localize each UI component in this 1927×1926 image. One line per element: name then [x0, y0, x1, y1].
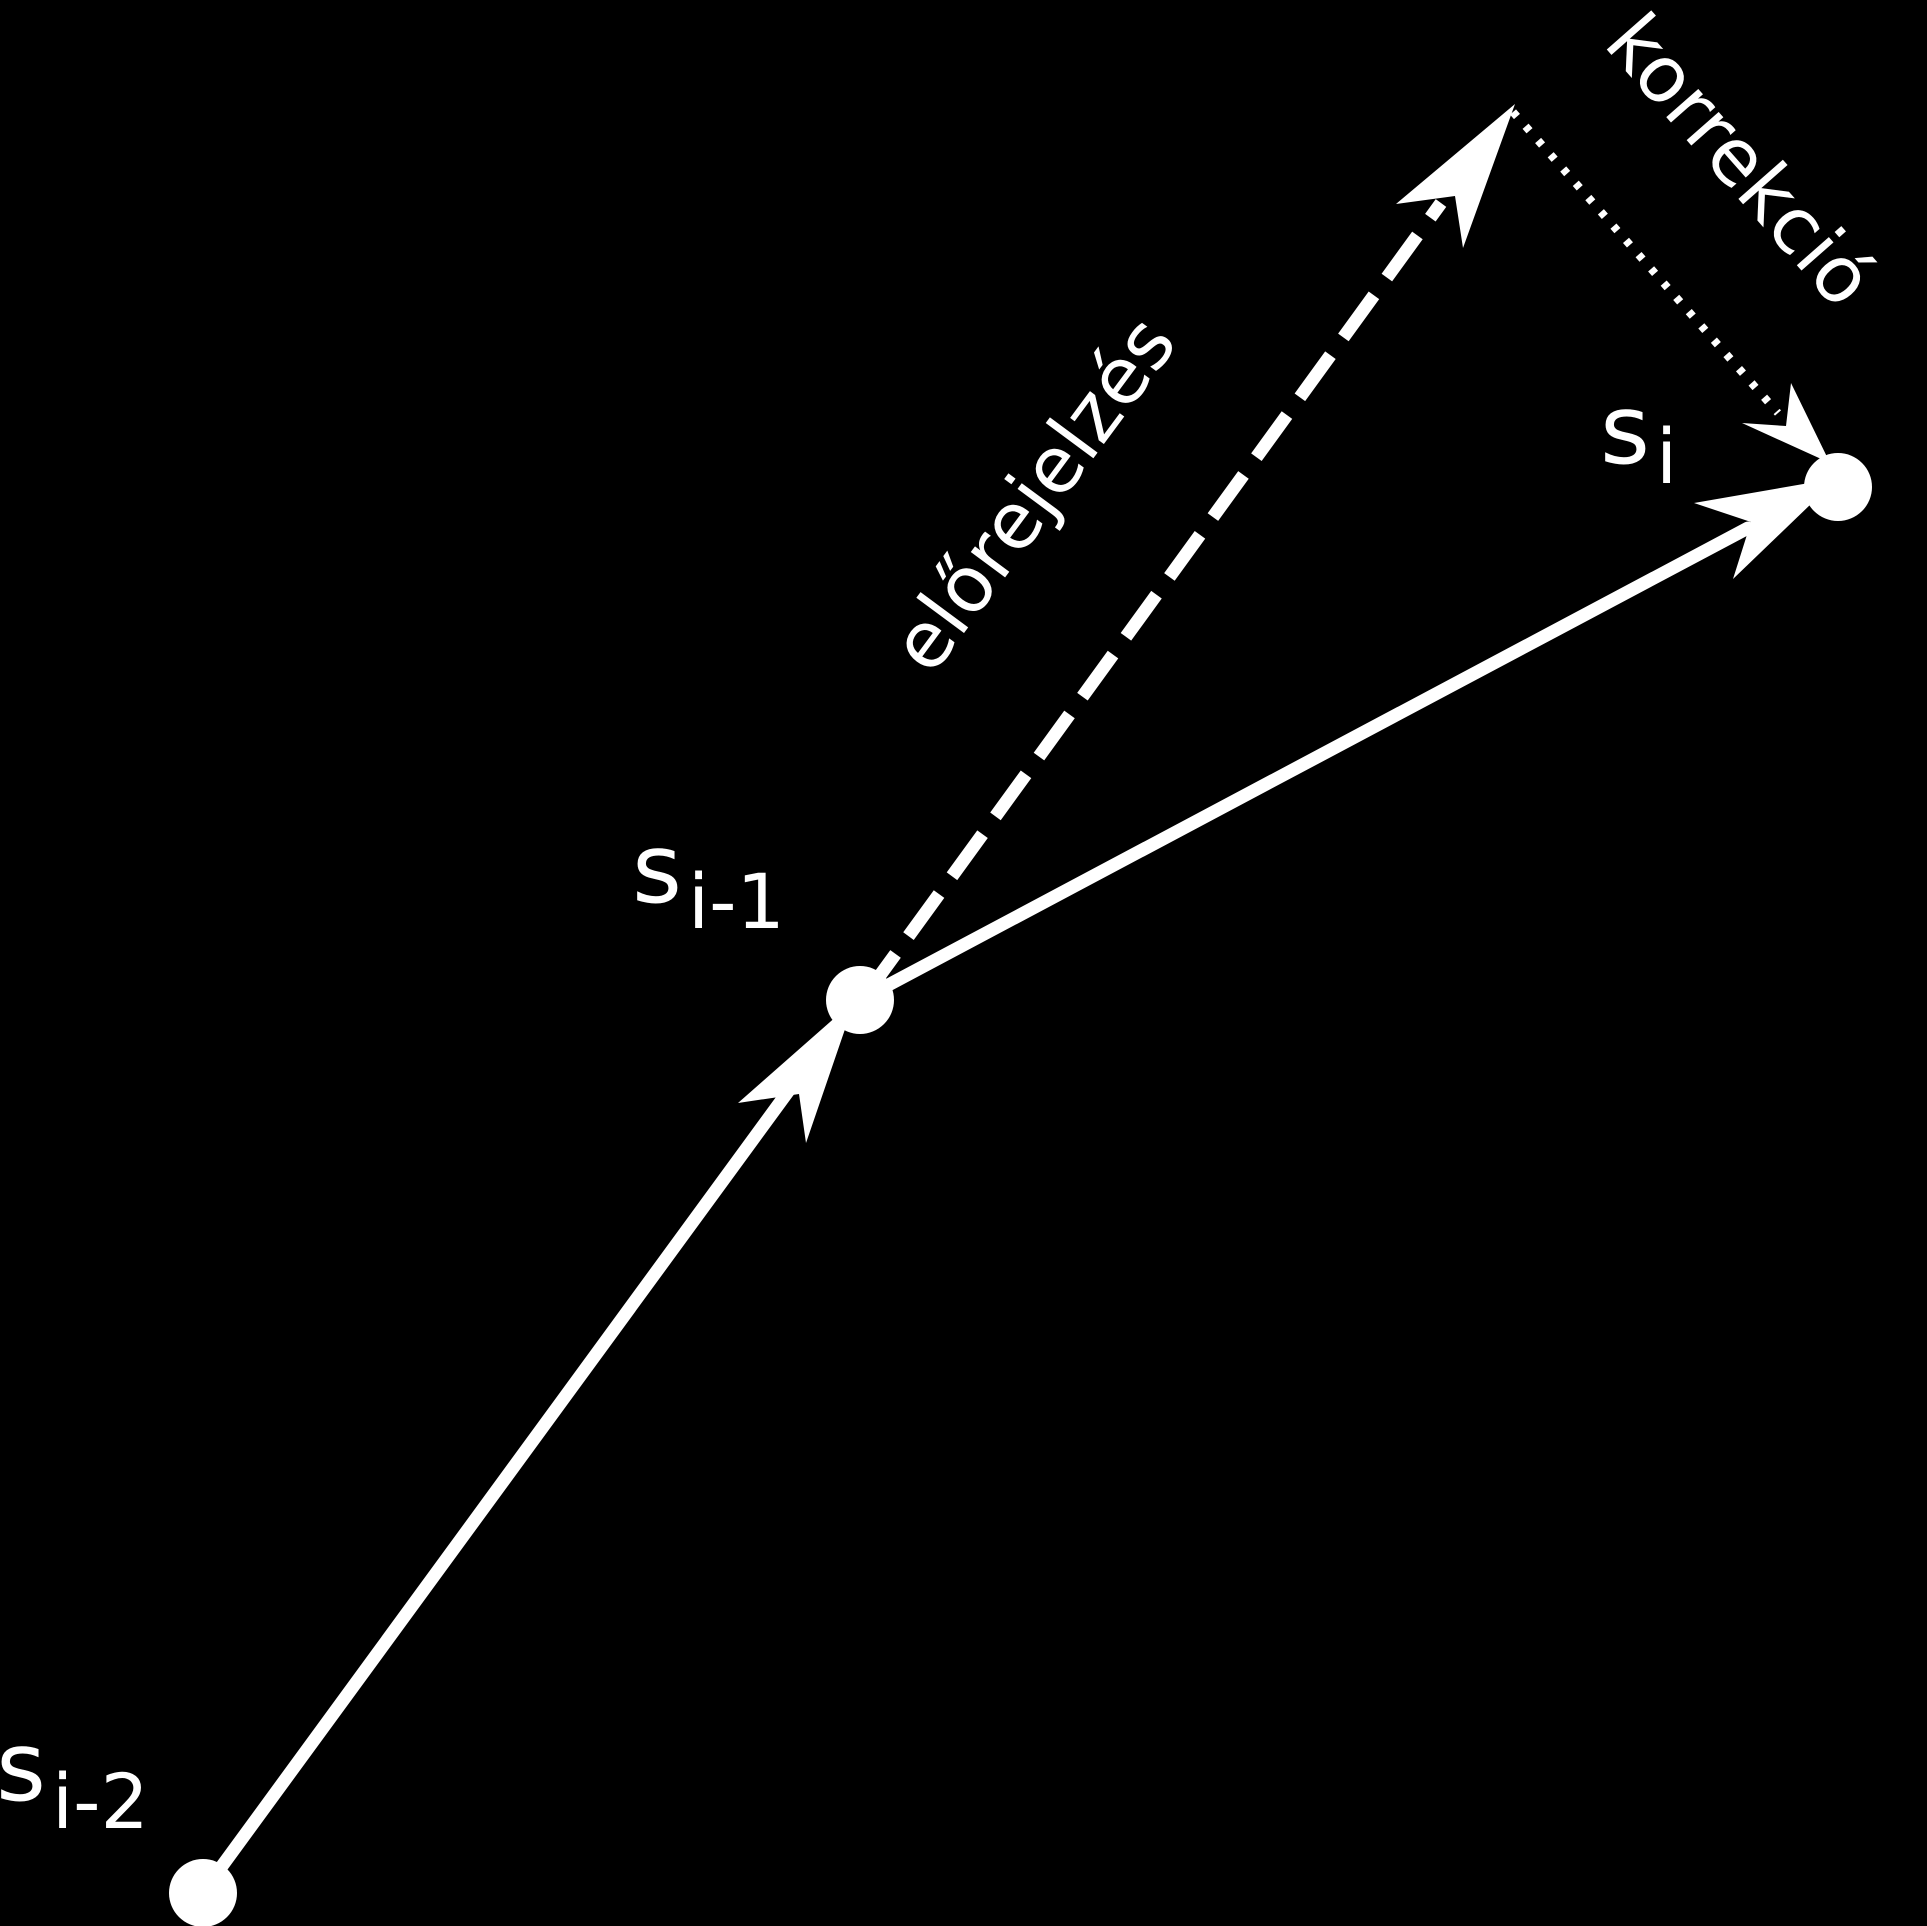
edge-prediction: [859, 104, 1515, 1000]
prediction-arrowhead: [1396, 104, 1515, 248]
label-s-i-sub: i: [1656, 412, 1677, 501]
label-s-i-1: si-1: [632, 813, 785, 946]
edge-correction: [1509, 109, 1830, 463]
arrowhead-2: [1694, 478, 1838, 579]
node-s-i-2: [169, 1859, 237, 1926]
label-s-i-2: si-2: [0, 1711, 149, 1846]
arrowhead-1: [738, 1000, 855, 1143]
edge-s-i-1-to-s-i: [853, 478, 1838, 1007]
correction-arrowhead: [1742, 383, 1830, 463]
edge-line-2: [853, 521, 1755, 1007]
edge-line-1: [196, 1075, 802, 1899]
label-s-i-1-sub: i-1: [688, 857, 785, 946]
prediction-dashed-line: [859, 199, 1447, 1000]
label-s-i-base: s: [1600, 374, 1650, 486]
label-s-i-2-base: s: [0, 1711, 46, 1823]
node-s-i: [1804, 453, 1872, 521]
label-s-i-1-base: s: [632, 813, 682, 925]
label-s-i: si: [1600, 374, 1677, 501]
label-s-i-2-sub: i-2: [52, 1757, 149, 1846]
edge-s-i-2-to-s-i-1: [196, 1000, 855, 1899]
node-s-i-1: [826, 966, 894, 1034]
